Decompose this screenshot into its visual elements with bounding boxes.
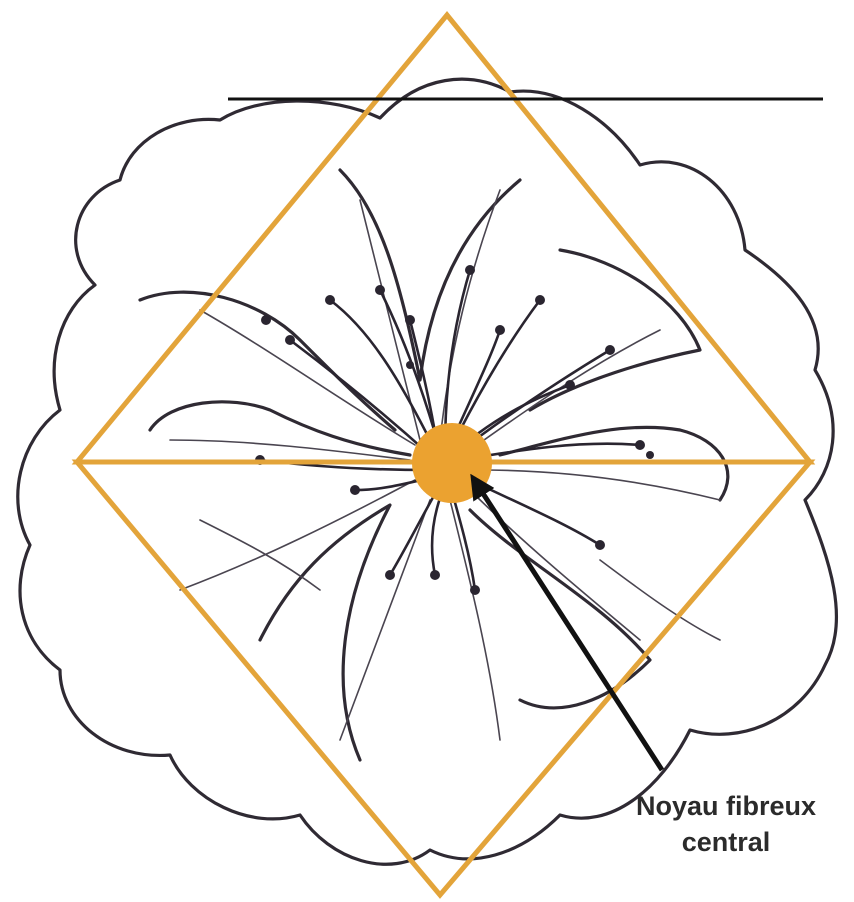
inner-petal-lower-left bbox=[260, 505, 390, 760]
core-label: Noyau fibreux central bbox=[576, 788, 854, 860]
annotation-arrow bbox=[473, 478, 662, 770]
core-label-line1: Noyau fibreux bbox=[576, 788, 854, 824]
inner-petal-top-right bbox=[530, 250, 700, 410]
core-label-line2: central bbox=[576, 824, 854, 860]
